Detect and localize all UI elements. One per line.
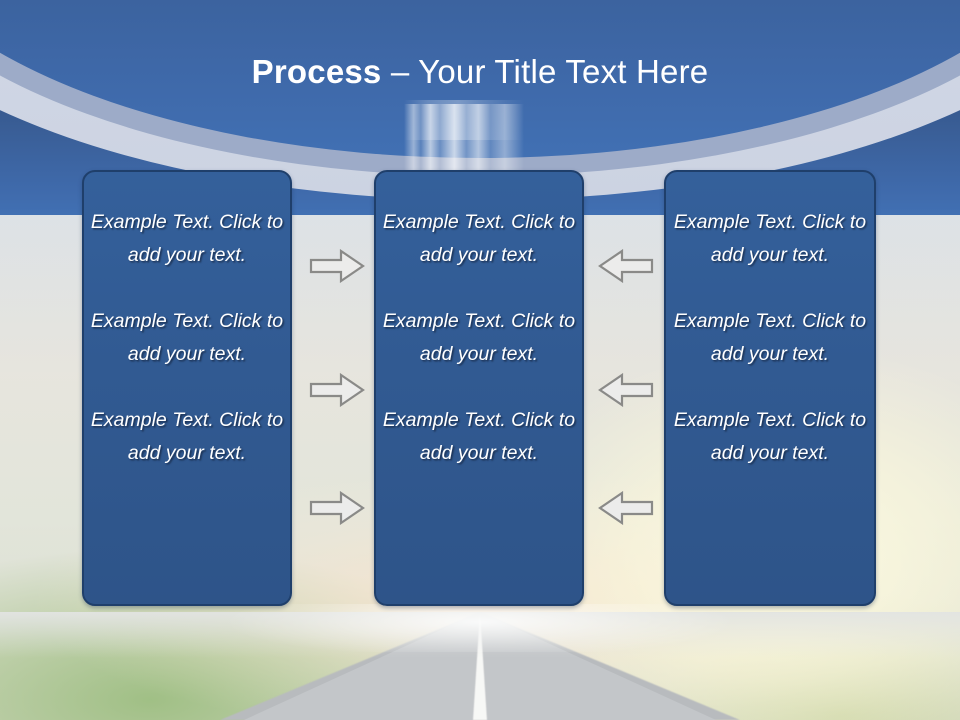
text-placeholder[interactable]: Example Text. Click to add your text. — [382, 211, 576, 266]
horizon-haze — [0, 604, 960, 652]
text-placeholder[interactable]: Example Text. Click to add your text. — [673, 211, 867, 266]
arrow-left-icon[interactable] — [598, 249, 654, 283]
page-title: Process – Your Title Text Here — [0, 52, 960, 92]
arrow-left-icon[interactable] — [598, 373, 654, 407]
text-placeholder[interactable]: Example Text. Click to add your text. — [382, 409, 576, 464]
title-strong: Process — [251, 53, 382, 90]
text-placeholder[interactable]: Example Text. Click to add your text. — [90, 211, 284, 266]
text-placeholder[interactable]: Example Text. Click to add your text. — [90, 409, 284, 464]
process-column-left[interactable]: Example Text. Click to add your text. Ex… — [82, 170, 292, 606]
text-placeholder[interactable]: Example Text. Click to add your text. — [90, 310, 284, 365]
text-placeholder[interactable]: Example Text. Click to add your text. — [673, 310, 867, 365]
process-column-right[interactable]: Example Text. Click to add your text. Ex… — [664, 170, 876, 606]
arrow-right-icon[interactable] — [309, 491, 365, 525]
arrow-right-icon[interactable] — [309, 249, 365, 283]
title-rest: – Your Title Text Here — [381, 53, 709, 90]
text-placeholder[interactable]: Example Text. Click to add your text. — [673, 409, 867, 464]
arrow-right-icon[interactable] — [309, 373, 365, 407]
process-column-center[interactable]: Example Text. Click to add your text. Ex… — [374, 170, 584, 606]
arrow-left-icon[interactable] — [598, 491, 654, 525]
text-placeholder[interactable]: Example Text. Click to add your text. — [382, 310, 576, 365]
